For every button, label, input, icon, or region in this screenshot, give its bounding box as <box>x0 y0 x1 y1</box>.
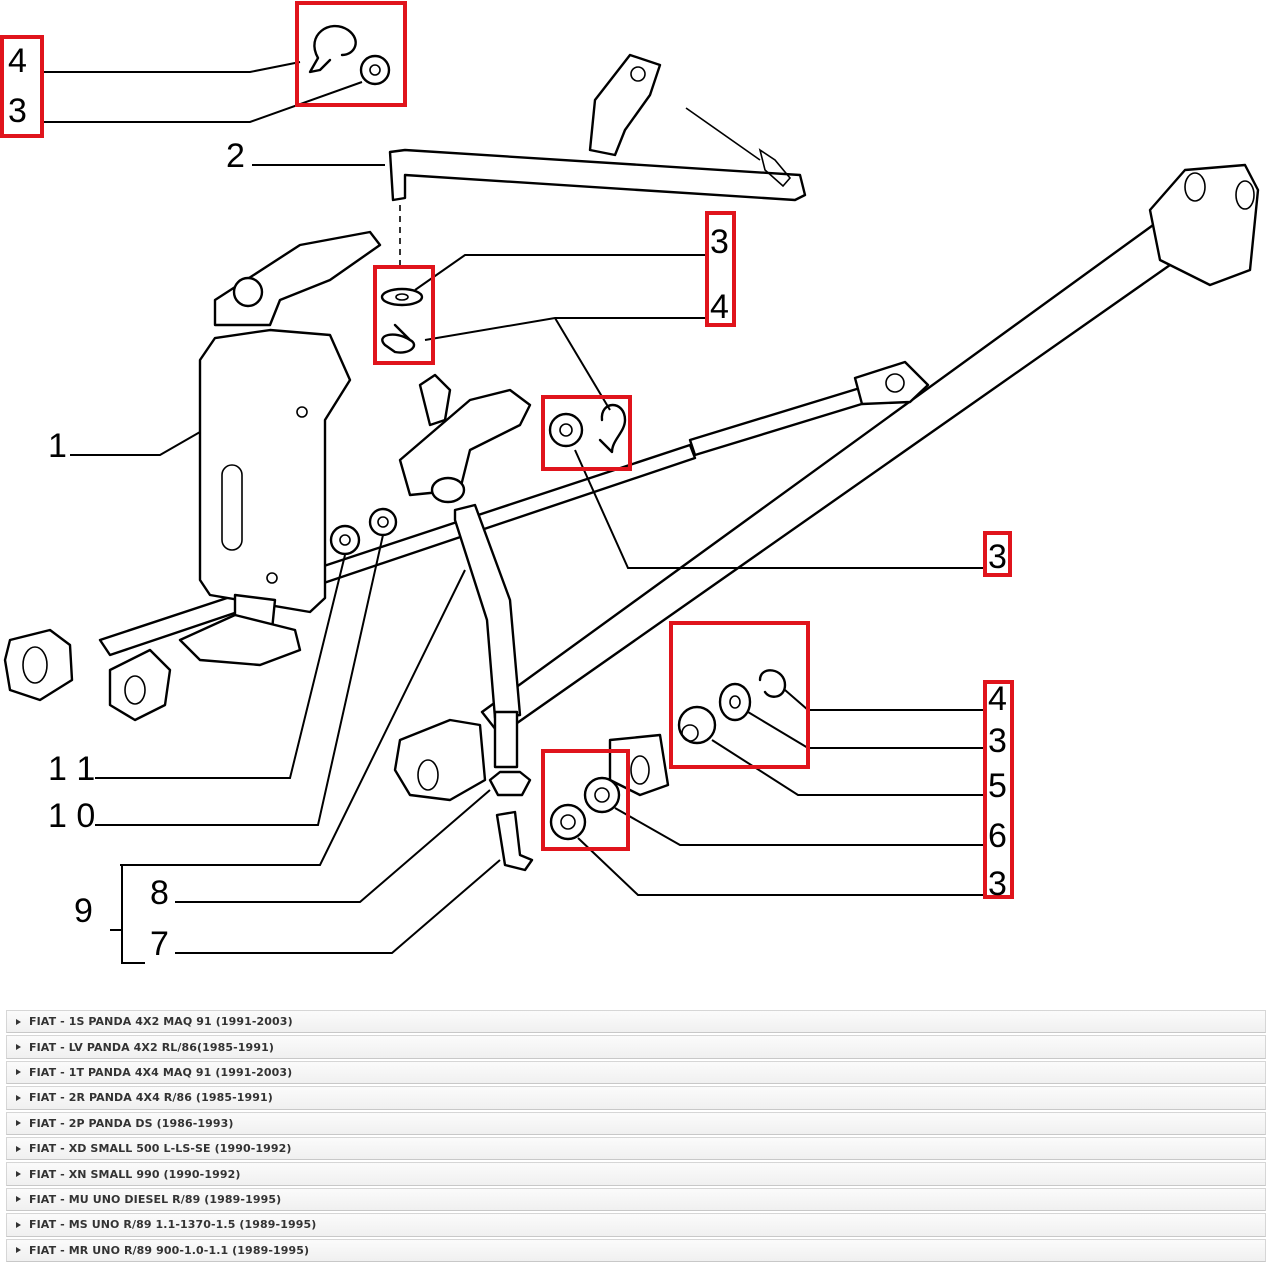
upper-link-rod <box>388 53 807 202</box>
callout-numbers: 4 3 2 3 4 1 3 1 1 1 0 4 3 5 6 3 9 8 7 <box>8 42 1007 963</box>
model-item[interactable]: FIAT - XD SMALL 500 L-LS-SE (1990-1992) <box>6 1136 1266 1161</box>
model-label: FIAT - 2P PANDA DS (1986-1993) <box>29 1116 234 1130</box>
callout-8: 8 <box>150 874 169 912</box>
callout-4-lower-right: 4 <box>988 680 1007 718</box>
callout-3-top-left: 3 <box>8 92 27 130</box>
expand-triangle-icon <box>16 1221 21 1228</box>
callout-1: 1 <box>48 427 67 465</box>
model-label: FIAT - MU UNO DIESEL R/89 (1989-1995) <box>29 1192 282 1206</box>
model-item[interactable]: FIAT - MS UNO R/89 1.1-1370-1.5 (1989-19… <box>6 1213 1266 1237</box>
model-item[interactable]: FIAT - MR UNO R/89 900-1.0-1.1 (1989-199… <box>6 1238 1266 1262</box>
callout-4-top-left: 4 <box>8 42 27 80</box>
model-label: FIAT - LV PANDA 4X2 RL/86(1985-1991) <box>29 1040 274 1054</box>
expand-triangle-icon <box>16 1171 21 1178</box>
callout-3-lower-right-a: 3 <box>988 722 1007 760</box>
expand-triangle-icon <box>16 1069 21 1076</box>
callout-3-upper-right: 3 <box>710 223 729 261</box>
model-label: FIAT - XD SMALL 500 L-LS-SE (1990-1992) <box>29 1142 292 1156</box>
leader-lines <box>40 61 985 964</box>
expand-triangle-icon <box>16 1145 21 1152</box>
callout-11: 1 1 <box>48 750 95 788</box>
model-label: FIAT - 1T PANDA 4X4 MAQ 91 (1991-2003) <box>29 1065 293 1079</box>
model-item[interactable]: FIAT - MU UNO DIESEL R/89 (1989-1995) <box>6 1187 1266 1212</box>
expand-triangle-icon <box>16 1044 21 1051</box>
model-label: FIAT - 2R PANDA 4X4 R/86 (1985-1991) <box>29 1091 273 1105</box>
callout-4-upper-right: 4 <box>710 288 729 326</box>
model-label: FIAT - XN SMALL 990 (1990-1992) <box>29 1167 241 1181</box>
callout-6: 6 <box>988 817 1007 855</box>
expand-triangle-icon <box>16 1120 21 1127</box>
callout-2: 2 <box>226 137 245 175</box>
parts-diagram: 4 3 2 3 4 1 3 1 1 1 0 4 3 5 6 3 9 8 7 <box>0 1 1260 964</box>
expand-triangle-icon <box>16 1018 21 1025</box>
lower-left-arm <box>3 628 172 722</box>
expand-triangle-icon <box>16 1247 21 1254</box>
gear-lever <box>398 373 532 769</box>
highlight-boxes <box>0 1 1014 899</box>
callout-7: 7 <box>150 925 169 963</box>
model-item[interactable]: FIAT - 2P PANDA DS (1986-1993) <box>6 1111 1266 1135</box>
model-item[interactable]: FIAT - XN SMALL 990 (1990-1992) <box>6 1162 1266 1186</box>
callout-3-middle-right: 3 <box>988 538 1007 576</box>
vehicle-model-list: FIAT - 1S PANDA 4X2 MAQ 91 (1991-2003) F… <box>6 1010 1266 1264</box>
callout-3-lower-right-b: 3 <box>988 865 1007 903</box>
model-item[interactable]: FIAT - 1T PANDA 4X4 MAQ 91 (1991-2003) <box>6 1060 1266 1085</box>
model-item[interactable]: FIAT - 1S PANDA 4X2 MAQ 91 (1991-2003) <box>6 1010 1266 1034</box>
selector-housing <box>178 230 382 667</box>
model-label: FIAT - 1S PANDA 4X2 MAQ 91 (1991-2003) <box>29 1015 293 1029</box>
model-item[interactable]: FIAT - 2R PANDA 4X4 R/86 (1985-1991) <box>6 1086 1266 1110</box>
model-item[interactable]: FIAT - LV PANDA 4X2 RL/86(1985-1991) <box>6 1035 1266 1059</box>
model-label: FIAT - MR UNO R/89 900-1.0-1.1 (1989-199… <box>29 1243 310 1257</box>
callout-9: 9 <box>74 892 93 930</box>
expand-triangle-icon <box>16 1094 21 1101</box>
long-selector-tube <box>480 163 1260 737</box>
model-label: FIAT - MS UNO R/89 1.1-1370-1.5 (1989-19… <box>29 1218 317 1232</box>
small-components <box>308 24 787 872</box>
callout-5: 5 <box>988 767 1007 805</box>
callout-10: 1 0 <box>48 797 95 835</box>
expand-triangle-icon <box>16 1196 21 1203</box>
